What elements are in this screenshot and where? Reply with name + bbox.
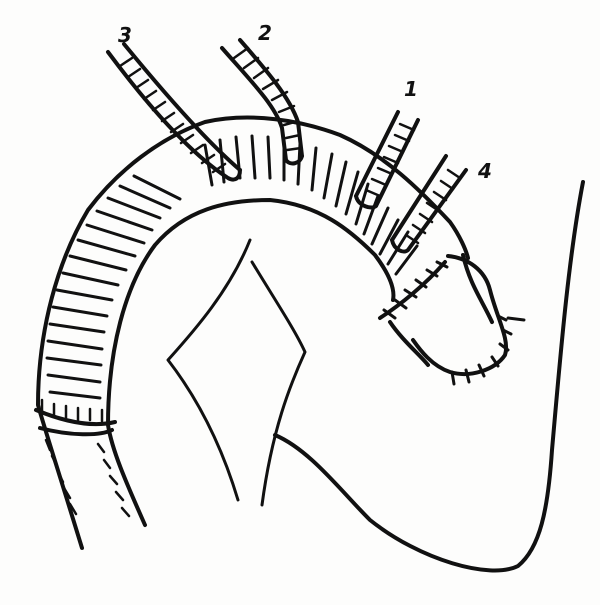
inner-structure-right <box>252 262 305 505</box>
branch-label-3: 3 <box>118 23 132 47</box>
branch-label-1: 1 <box>404 77 418 101</box>
arch-graft-inner-wall <box>108 200 393 525</box>
heart-outline <box>275 182 583 570</box>
graft-crimp-lines <box>47 136 417 398</box>
inner-structure-left <box>168 240 250 500</box>
branch-graft-3-ribs <box>120 58 225 172</box>
branch-label-2: 2 <box>258 21 272 45</box>
distal-suture-line <box>384 262 524 384</box>
branch-label-4: 4 <box>477 159 492 183</box>
